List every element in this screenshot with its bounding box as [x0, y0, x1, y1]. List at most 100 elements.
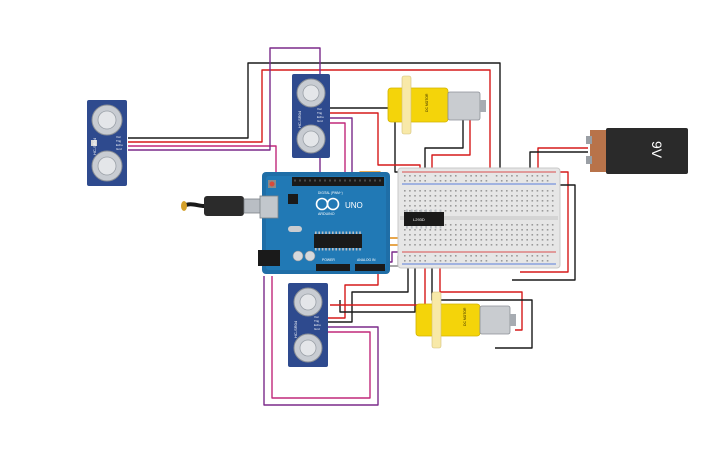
- breadboard-hole: [455, 255, 457, 257]
- breadboard-hole: [439, 205, 442, 207]
- chip-pin: [420, 209, 423, 212]
- breadboard-hole: [526, 255, 528, 257]
- breadboard-hole: [424, 239, 426, 241]
- breadboard-hole: [475, 210, 477, 212]
- breadboard-hole: [541, 229, 544, 231]
- chip-pin: [425, 209, 427, 212]
- breadboard-hole: [541, 195, 544, 197]
- breadboard-hole: [444, 224, 447, 226]
- breadboard-hole: [495, 239, 498, 241]
- breadboard-hole: [414, 234, 416, 236]
- breadboard-hole: [475, 234, 477, 236]
- usb-cable-tail: [182, 202, 205, 208]
- battery-9v[interactable]: 9V: [586, 128, 688, 174]
- motor-can: [479, 305, 511, 335]
- breadboard-hole: [444, 234, 447, 236]
- breadboard-hole: [490, 229, 493, 231]
- breadboard-hole: [485, 180, 488, 182]
- breadboard-hole: [480, 244, 483, 246]
- breadboard-hole: [526, 180, 528, 182]
- breadboard-hole: [455, 195, 457, 197]
- breadboard-hole: [465, 175, 467, 177]
- breadboard-hole: [424, 195, 426, 197]
- analog-header: [355, 264, 385, 271]
- breadboard-hole: [409, 195, 411, 197]
- breadboard-hole: [455, 210, 457, 212]
- breadboard-hole: [460, 229, 462, 231]
- chip-pin: [355, 231, 358, 234]
- wire-left-sensor-magenta: [128, 145, 277, 180]
- breadboard-hole: [516, 229, 518, 231]
- dc-motor-bottom[interactable]: DC MOTOR: [415, 291, 516, 349]
- breadboard[interactable]: [397, 167, 561, 269]
- pin-label-vcc: Vcc: [314, 315, 320, 319]
- breadboard-hole: [551, 224, 554, 226]
- breadboard-hole: [521, 239, 523, 241]
- breadboard-hole: [500, 255, 503, 257]
- pin-label-echo: Echo: [317, 115, 324, 119]
- chip-pin: [325, 248, 327, 251]
- breadboard-hole: [455, 234, 457, 236]
- breadboard-hole: [490, 210, 493, 212]
- breadboard-hole: [434, 239, 437, 241]
- breadboard-hole: [531, 200, 534, 202]
- breadboard-hole: [470, 210, 472, 212]
- breadboard-hole: [531, 244, 534, 246]
- breadboard-hole: [409, 190, 411, 192]
- breadboard-hole: [526, 229, 528, 231]
- breadboard-hole: [419, 255, 421, 257]
- breadboard-hole: [449, 229, 452, 231]
- motor-driver-l293d[interactable]: L293D: [404, 209, 444, 229]
- breadboard-hole: [460, 200, 462, 202]
- breadboard-hole: [526, 244, 528, 246]
- breadboard-hole: [511, 190, 513, 192]
- breadboard-hole: [516, 244, 518, 246]
- breadboard-hole: [424, 229, 426, 231]
- ultrasonic-sensor-top[interactable]: HC-SR04 Vcc Trig Echo Gnd: [292, 74, 330, 158]
- chip-pin: [349, 248, 351, 251]
- breadboard-hole: [546, 260, 549, 262]
- breadboard-hole: [419, 190, 421, 192]
- breadboard-hole: [495, 244, 498, 246]
- breadboard-hole: [475, 175, 477, 177]
- usb-cable[interactable]: [181, 196, 271, 216]
- chip-pin: [410, 226, 413, 229]
- pin-label-echo: Echo: [116, 143, 123, 147]
- breadboard-hole: [404, 234, 406, 236]
- chip-pin: [415, 226, 418, 229]
- wire-bottom-sensor-black: [328, 262, 409, 323]
- breadboard-hole: [449, 205, 452, 207]
- breadboard-hole: [465, 255, 467, 257]
- breadboard-hole: [551, 229, 554, 231]
- dc-motor-top[interactable]: DC MOTOR: [387, 75, 486, 135]
- breadboard-hole: [424, 180, 426, 182]
- wire-rail-black-right: [512, 184, 576, 281]
- chip-pin: [318, 231, 320, 234]
- ultrasonic-sensor-left[interactable]: HC-SR04 Vcc Trig Echo Gnd: [87, 100, 127, 186]
- breadboard-hole: [444, 255, 447, 257]
- breadboard-hole: [536, 200, 539, 202]
- breadboard-hole: [424, 260, 426, 262]
- breadboard-hole: [444, 195, 447, 197]
- breadboard-hole: [404, 200, 406, 202]
- breadboard-hole: [480, 195, 483, 197]
- breadboard-hole: [424, 244, 426, 246]
- breadboard-hole: [424, 205, 426, 207]
- breadboard-hole: [546, 190, 549, 192]
- breadboard-hole: [536, 180, 539, 182]
- breadboard-hole: [465, 180, 467, 182]
- breadboard-hole: [434, 200, 437, 202]
- breadboard-hole: [404, 180, 406, 182]
- breadboard-hole: [506, 234, 508, 236]
- ultrasonic-sensor-bottom[interactable]: HC-SR04 Vcc Trig Echo Gnd: [288, 283, 328, 367]
- battery-label: 9V: [649, 141, 665, 159]
- breadboard-hole: [465, 210, 467, 212]
- breadboard-hole: [541, 234, 544, 236]
- breadboard-hole: [414, 210, 416, 212]
- arduino-uno[interactable]: DIGITAL (PWM~) ARDUINO UNO POWER ANALOG …: [258, 172, 390, 274]
- breadboard-hole: [495, 229, 498, 231]
- breadboard-hole: [460, 205, 462, 207]
- breadboard-hole: [439, 234, 442, 236]
- arduino-model-text: UNO: [345, 201, 363, 210]
- breadboard-hole: [495, 210, 498, 212]
